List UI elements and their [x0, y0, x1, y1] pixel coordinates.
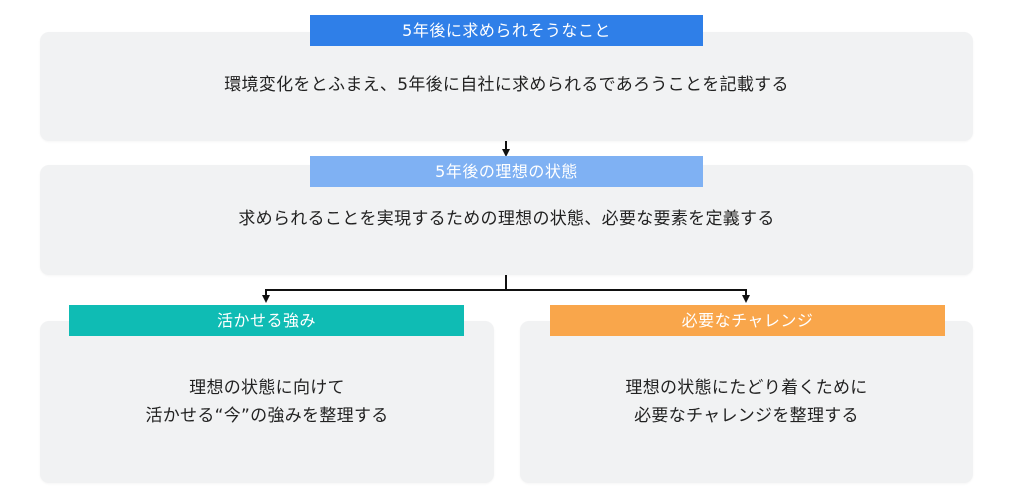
middle-header: 5年後の理想の状態: [310, 156, 703, 187]
top-header: 5年後に求められそうなこと: [310, 15, 703, 46]
left-description: 理想の状態に向けて 活かせる“今”の強みを整理する: [40, 374, 494, 430]
left-header: 活かせる強み: [69, 305, 464, 336]
right-card: 理想の状態にたどり着くために 必要なチャレンジを整理する: [520, 321, 973, 483]
top-description: 環境変化をとふまえ、5年後に自社に求められるであろうことを記載する: [224, 75, 789, 95]
middle-description: 求められることを実現するための理想の状態、必要な要素を定義する: [238, 209, 775, 229]
left-description-line2: 活かせる“今”の強みを整理する: [145, 406, 389, 426]
right-header: 必要なチャレンジ: [550, 305, 945, 336]
left-description-line1: 理想の状態に向けて: [189, 378, 345, 398]
left-card: 理想の状態に向けて 活かせる“今”の強みを整理する: [40, 321, 494, 483]
top-card: 環境変化をとふまえ、5年後に自社に求められるであろうことを記載する: [40, 32, 973, 141]
right-description-line1: 理想の状態にたどり着くために: [625, 378, 868, 398]
right-description-line2: 必要なチャレンジを整理する: [634, 406, 859, 426]
right-description: 理想の状態にたどり着くために 必要なチャレンジを整理する: [520, 374, 973, 430]
